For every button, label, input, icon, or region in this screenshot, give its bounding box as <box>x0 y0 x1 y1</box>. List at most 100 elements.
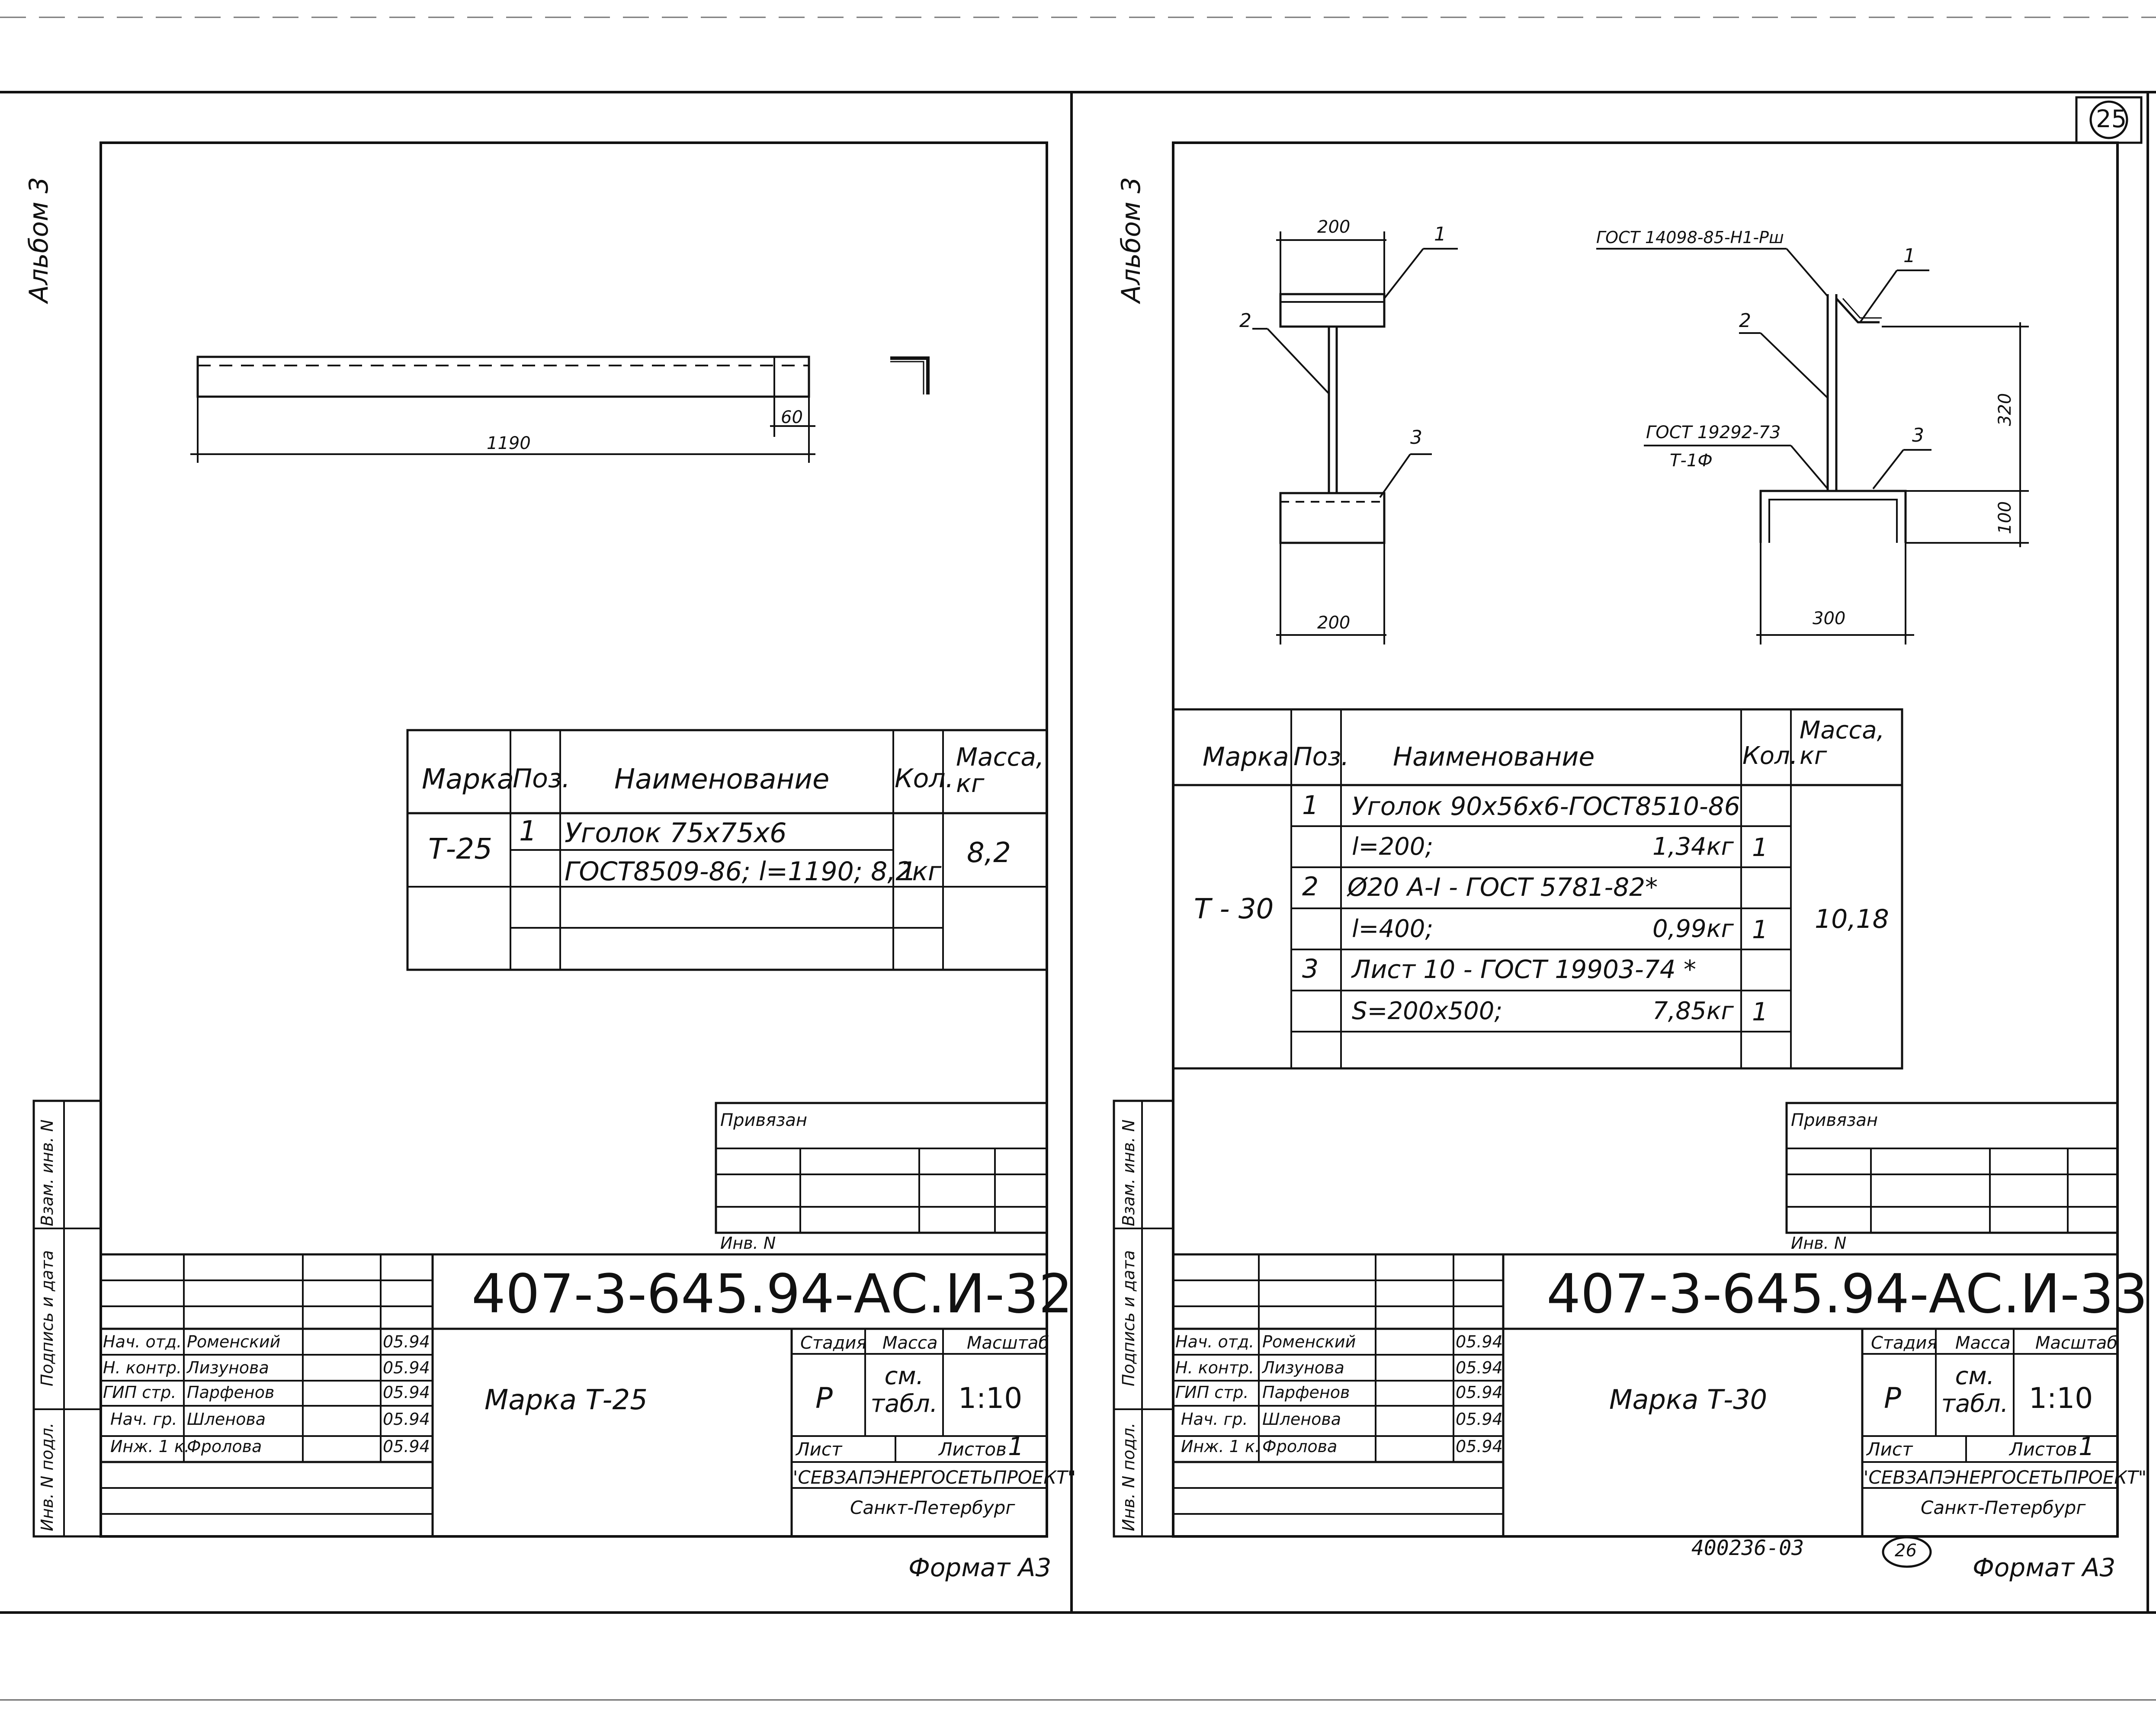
signer-date: 05.94 <box>1456 1358 1503 1377</box>
mass-label: Масса <box>882 1333 938 1353</box>
title-block-right <box>1172 1102 2119 1568</box>
spec-mass: 10,18 <box>1815 904 1889 934</box>
spec-header-qty: Кол. <box>895 763 954 794</box>
signer-date: 05.94 <box>1456 1410 1503 1429</box>
signer-role: ГИП стр. <box>1175 1383 1249 1402</box>
dimension-length: 1190 <box>487 433 531 453</box>
signer-date: 05.94 <box>383 1410 430 1429</box>
inv-no-label: Инв. N <box>1791 1234 1847 1253</box>
front-view-t30 <box>1252 231 1458 644</box>
privyazan-label: Привязан <box>1791 1110 1878 1130</box>
scale-value: 1:10 <box>958 1382 1023 1415</box>
signer-name: Парфенов <box>187 1383 275 1402</box>
signer-name: Шленова <box>1262 1410 1341 1429</box>
sheet-label: Лист <box>1867 1439 1913 1460</box>
side-label-podpis: Подпись и дата <box>1119 1250 1138 1386</box>
organization: "СЕВЗАПЭНЕРГОСЕТЬПРОЕКТ" <box>1860 1467 2147 1488</box>
callout-1: 1 <box>1903 245 1915 267</box>
spec-header-mass: Масса, кг <box>1800 716 1885 770</box>
album-label-left: Альбом 3 <box>24 177 54 303</box>
circled-page-number: 26 <box>1895 1541 1917 1561</box>
signer-date: 05.94 <box>383 1437 430 1456</box>
spec-header-mass: Масса, кг <box>956 742 1044 798</box>
signer-date: 05.94 <box>1456 1383 1503 1402</box>
signer-role: ГИП стр. <box>103 1383 176 1402</box>
spec-row-pos: 1 <box>519 815 537 847</box>
spec-header-name: Наименование <box>1393 742 1595 772</box>
spec-header-pos: Поз. <box>513 763 570 794</box>
spec-row-name: S=200х500; <box>1352 997 1503 1025</box>
format-label: Формат А3 <box>908 1553 1052 1582</box>
gost-mid-callout-2: Т-1Ф <box>1670 451 1713 471</box>
spec-row-name: Уголок 75х75х6 <box>565 817 787 849</box>
spec-row-mass: 1,34кг <box>1652 833 1734 861</box>
signer-role: Н. контр. <box>1175 1358 1254 1377</box>
signer-name: Фролова <box>187 1437 262 1456</box>
signer-role: Н. контр. <box>103 1358 182 1377</box>
page-number: 25 <box>2096 105 2127 133</box>
spec-row-pos: 3 <box>1302 954 1319 984</box>
document-code: 407-3-645.94-АС.И-32 <box>472 1263 1073 1325</box>
mass-label: Масса <box>1955 1333 2011 1353</box>
gost-top-callout: ГОСТ 14098-85-Н1-Рш <box>1596 228 1784 247</box>
callout-2: 2 <box>1739 310 1751 332</box>
sheets-label: Листов <box>2009 1439 2077 1460</box>
spec-header-mark: Марка <box>422 763 514 795</box>
mass-value: см. табл. <box>1941 1362 2008 1418</box>
album-label-right: Альбом 3 <box>1116 177 1146 303</box>
signer-name: Роменский <box>187 1332 281 1351</box>
angle-bar-t25 <box>190 356 930 463</box>
stage-value: Р <box>1884 1382 1901 1415</box>
inv-no-label: Инв. N <box>720 1234 776 1253</box>
signer-date: 05.94 <box>383 1358 430 1377</box>
callout-3: 3 <box>1410 426 1422 449</box>
format-label: Формат А3 <box>1973 1553 2116 1582</box>
title-block-left <box>99 1102 1048 1538</box>
callout-2: 2 <box>1239 310 1251 332</box>
signer-role: Нач. отд. <box>103 1332 182 1351</box>
city: Санкт-Петербург <box>850 1497 1015 1518</box>
scale-label: Масштаб <box>967 1333 1049 1353</box>
city: Санкт-Петербург <box>1921 1497 2086 1518</box>
spec-header-mark: Марка <box>1203 742 1289 772</box>
spec-header-name: Наименование <box>614 763 830 795</box>
mass-value: см. табл. <box>870 1362 938 1418</box>
spec-row-qty: 1 <box>1752 997 1768 1026</box>
signer-role: Нач. отд. <box>1175 1332 1254 1351</box>
side-label-inv-podl: Инв. N подл. <box>1119 1422 1138 1531</box>
spec-row-name: ГОСТ8509-86; l=1190; 8,2кг <box>565 856 942 887</box>
dimension-top: 200 <box>1317 217 1351 237</box>
side-view-t30 <box>1596 248 2029 644</box>
stage-value: Р <box>815 1382 833 1415</box>
spec-header-qty: Кол. <box>1742 742 1798 770</box>
spec-mark: Т - 30 <box>1194 893 1274 925</box>
spec-row-qty: 1 <box>1752 915 1768 944</box>
document-code: 407-3-645.94-АС.И-33 <box>1546 1263 2148 1325</box>
callout-3: 3 <box>1912 424 1924 446</box>
stage-label: Стадия <box>1871 1333 1938 1353</box>
spec-table-t30 <box>1172 708 1903 1070</box>
gost-mid-callout: ГОСТ 19292-73 <box>1646 423 1781 442</box>
dimension-width: 300 <box>1813 609 1846 628</box>
dimension-height-lower: 100 <box>1995 501 2015 534</box>
handwritten-archive-number: 400236-03 <box>1691 1536 1804 1560</box>
scale-label: Масштаб <box>2035 1333 2118 1353</box>
organization: "СЕВЗАПЭНЕРГОСЕТЬПРОЕКТ" <box>789 1467 1076 1488</box>
spec-row-name: Лист 10 - ГОСТ 19903-74 * <box>1352 955 1697 984</box>
signer-name: Фролова <box>1262 1437 1338 1456</box>
dimension-end: 60 <box>781 407 803 427</box>
signer-date: 05.94 <box>383 1383 430 1402</box>
dimension-height-upper: 320 <box>1995 393 2015 426</box>
spec-row-qty: 1 <box>1752 833 1768 862</box>
spec-row-qty: 1 <box>900 856 917 887</box>
sheet-label: Лист <box>796 1439 842 1460</box>
spec-row-pos: 2 <box>1302 872 1319 902</box>
signer-role: Нач. гр. <box>1181 1410 1248 1429</box>
signer-date: 05.94 <box>1456 1332 1503 1351</box>
signer-role: Инж. 1 к. <box>110 1437 189 1456</box>
side-label-vzam: Взам. инв. N <box>1119 1119 1138 1226</box>
spec-mass: 8,2 <box>967 837 1011 869</box>
spec-table-t25 <box>406 729 1048 971</box>
spec-mark: Т-25 <box>428 832 493 866</box>
callout-1: 1 <box>1434 223 1446 245</box>
